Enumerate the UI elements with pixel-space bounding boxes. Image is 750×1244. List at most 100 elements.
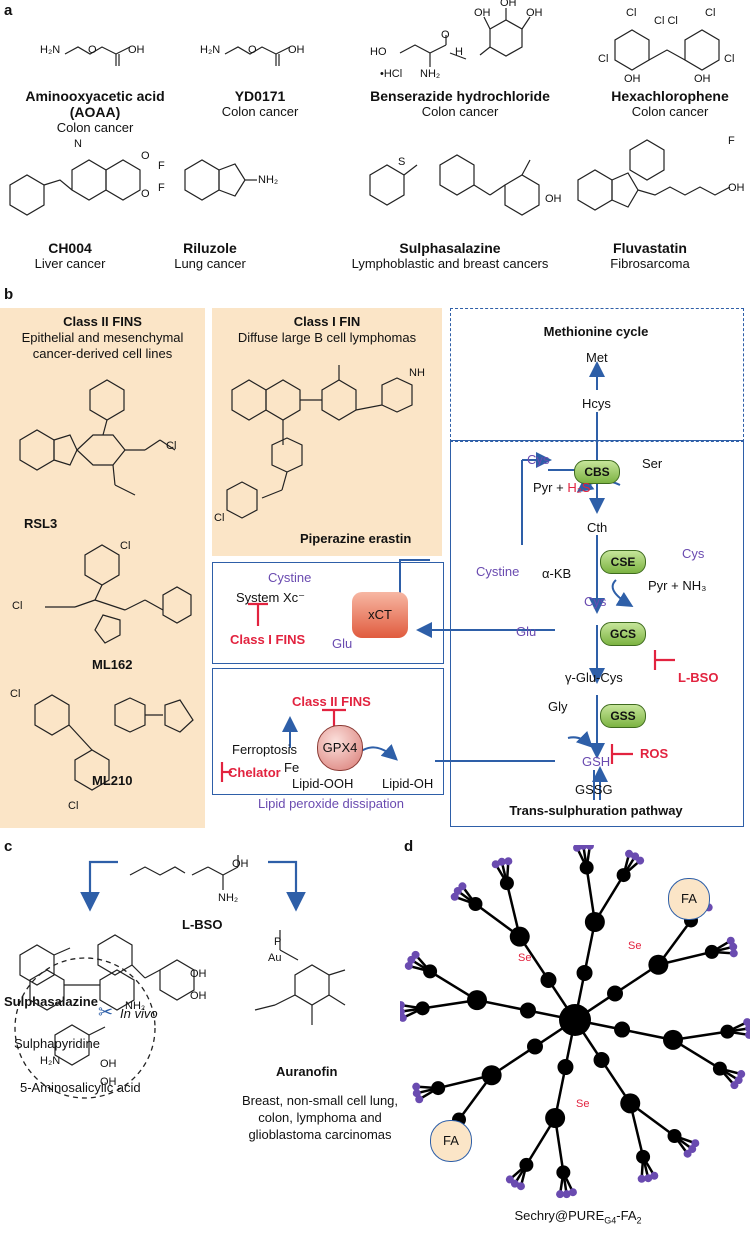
lipid-ooh-label: Lipid-OOH [292,776,354,791]
compound-ch004: CH004 Liver cancer [0,240,140,271]
sulphapyridine-nh2: NH₂ [125,1000,146,1012]
fluvastatin-structure [577,139,731,211]
ch004-structure [9,159,141,216]
dendrimer-node-g3 [499,876,514,891]
in-vivo-label: In vivo [120,1006,158,1021]
class1-fins-label: Class I FINS [230,632,306,647]
terminal-group [400,1013,407,1022]
fluvastatin-f: F [728,135,735,147]
ch004-type: Liver cancer [34,256,106,271]
sulph-c-oh1: OH [190,968,207,980]
dendrimer-node-g2 [648,954,669,975]
dendrimer-node-g3 [667,1128,682,1143]
dendrimer-node-g2 [481,1065,502,1086]
hexachlorophene-cl2: Cl [705,7,716,19]
terminal-group [745,1024,750,1033]
riluzole-structure [184,159,257,201]
ml210-label: ML210 [92,773,133,788]
dendrimer-node-g3 [704,944,719,959]
class1-title: Class I FIN [293,314,361,329]
class2-subtitle-2: cancer-derived cell lines [32,346,173,361]
terminal-group [745,1030,750,1039]
compound-riluzole: Riluzole Lung cancer [140,240,280,271]
caption-end: -FA [616,1208,637,1223]
ch004-o2: O [141,188,150,200]
sulphasalazine-c-label: Sulphasalazine [4,994,98,1009]
yd0171-o: O [248,44,257,56]
glu-label-left: Glu [332,636,353,651]
hexachlorophene-type: Colon cancer [631,104,709,119]
fluvastatin-type: Fibrosarcoma [610,256,690,271]
scissors-icon: ✂ [98,1002,114,1022]
aoaa-name-1: Aminooxyacetic acid [25,88,165,104]
selenium-label-3: Se [576,1098,590,1110]
fe-label: Fe [284,760,300,775]
sulphasalazine-type: Lymphoblastic and breast cancers [351,256,549,271]
terminal-group [404,961,413,970]
dendrimer-node-g3 [415,1001,430,1016]
gssg-label: GSSG [575,782,613,797]
piperazine-erastin-label: Piperazine erastin [300,531,412,546]
sulphasalazine-oh-a: OH [545,193,562,205]
chelator-label: Chelator [228,765,281,780]
ser-label: Ser [642,456,663,471]
dendrimer-node-g2 [663,1029,684,1050]
cth-label: Cth [587,520,608,535]
caption-sub: G4 [604,1215,617,1226]
aoaa-oh: OH [128,44,145,56]
riluzole-type: Lung cancer [174,256,246,271]
riluzole-nh2: NH₂ [258,174,279,186]
dendrimer-node-g1 [540,971,557,988]
sulphapyridine-label: Sulphapyridine [14,1036,101,1051]
piperazine-cl: Cl [214,512,225,524]
class2-title: Class II FINS [63,314,142,329]
cse-enzyme: CSE [600,550,646,574]
auranofin-au: Au [268,952,282,964]
class2-fins-panel [0,308,205,828]
dendrimer-node-g3 [616,868,631,883]
fa-ligand-1: FA [668,878,710,920]
pyr-plus: Pyr + [533,480,568,495]
aoaa-o: O [88,44,97,56]
terminal-group [497,857,506,866]
gly-label: Gly [548,699,568,714]
caption-main: Sechry@PURE [514,1208,605,1223]
terminal-group [737,1070,746,1079]
dendrimer-node-g1 [593,1052,610,1069]
terminal-group [400,1007,405,1016]
lbso-label-c: L-BSO [182,917,223,932]
yd0171-type: Colon cancer [221,104,299,119]
dendrimer [400,845,750,1199]
dendrimer-node-g1 [526,1038,543,1055]
dendrimer-node-g3 [636,1149,651,1164]
terminal-group [585,845,594,850]
class1-subtitle: Diffuse large B cell lymphomas [237,330,417,345]
cys-label-3: Cys [584,594,607,609]
dendrimer-node-g1 [576,964,593,981]
yd0171-structure [224,46,291,66]
hexachlorophene-oh2: OH [694,73,711,85]
auranofin-desc: Breast, non-small cell lung, colon, lymp… [230,1092,410,1143]
terminal-group [650,1171,659,1180]
glu-label-right: Glu [516,624,537,639]
terminal-group [412,1089,421,1098]
riluzole-name: Riluzole [183,240,237,256]
dendrimer-node-g1 [607,985,624,1002]
cbs-enzyme: CBS [574,460,620,484]
dendrimer-node-g3 [468,897,483,912]
terminal-group [579,845,588,850]
terminal-group [729,942,738,951]
lbso-oh: OH [232,858,249,870]
pyr-nh3-label: Pyr + NH₃ [648,578,707,593]
compound-hexachlorophene: Hexachlorophene Colon cancer [590,88,750,119]
lipid-dissipation-label: Lipid peroxide dissipation [258,796,404,811]
terminal-group [636,856,645,865]
benserazide-ho: HO [370,46,387,58]
aoaa-name-2: (AOAA) [69,104,121,120]
gglucys-label: γ-Glu-Cys [565,670,623,685]
benserazide-hcl: •HCl [380,68,403,80]
lbso-label: L-BSO [678,670,719,685]
ml162-cl1: Cl [12,600,23,612]
terminal-group [504,857,513,866]
